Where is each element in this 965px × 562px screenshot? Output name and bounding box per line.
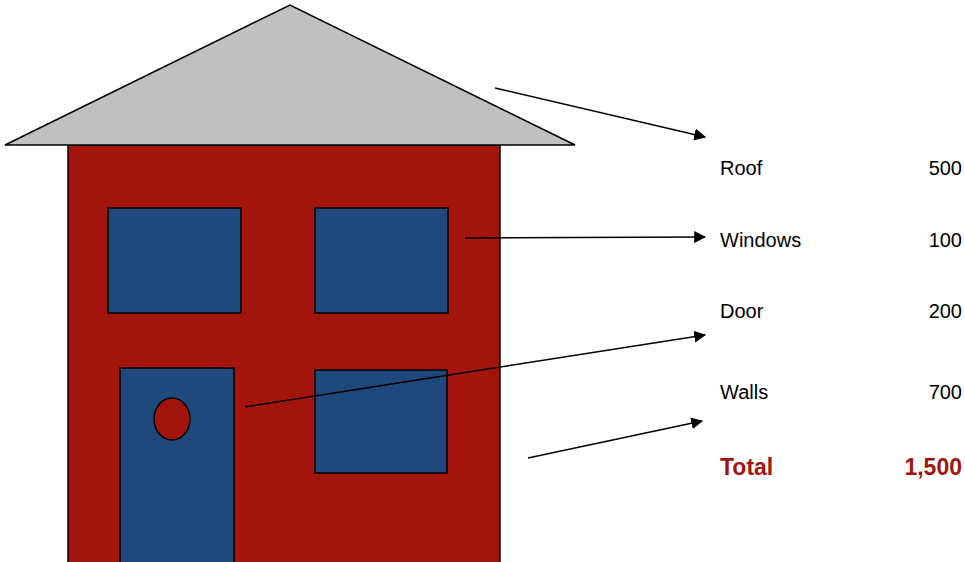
house-roof (5, 5, 575, 145)
leader-arrow (465, 237, 705, 238)
cost-value: 700 (929, 380, 962, 404)
house-wall (68, 145, 500, 562)
house-window (108, 208, 241, 313)
leader-arrow (245, 335, 705, 407)
house-door (120, 368, 234, 562)
part-name: Door (720, 299, 763, 323)
house-window (315, 208, 448, 313)
door-knob (154, 398, 190, 440)
part-name: Windows (720, 228, 801, 252)
total-label: Total (720, 455, 773, 479)
total-value: 1,500 (904, 455, 962, 479)
part-name: Walls (720, 380, 768, 404)
leader-arrow (528, 421, 702, 458)
part-name: Roof (720, 156, 762, 180)
cost-value: 100 (929, 228, 962, 252)
cost-value: 200 (929, 299, 962, 323)
leader-arrow (495, 88, 705, 137)
cost-value: 500 (929, 156, 962, 180)
